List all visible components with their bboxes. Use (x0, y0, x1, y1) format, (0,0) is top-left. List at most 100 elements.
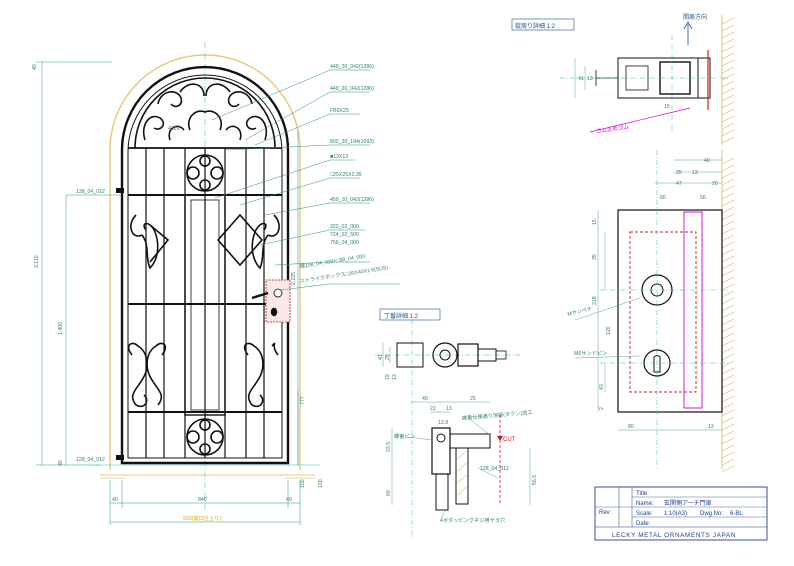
side-small-dim: 100 (300, 479, 306, 488)
v-dim-6: 2 (599, 407, 605, 410)
wall-hatch-line (721, 59, 735, 67)
latch-dim-3: 15 (664, 104, 670, 110)
callout-9: 724_02_500 (330, 232, 359, 238)
bottom-left-small-dim: 40 (58, 460, 64, 466)
dwg-value: 6-BL (730, 511, 743, 517)
callout-7: 450_10_042(1286) (330, 197, 374, 203)
latch-note-mid: M6サンドピン (574, 350, 607, 357)
lower-height-dim: 1,400 (58, 322, 64, 335)
wall-hatch-line (721, 304, 735, 312)
wall-hatch-line (721, 297, 735, 305)
right-height-dim: 2,225 (291, 272, 297, 285)
side-dim-6: 60 (660, 195, 666, 201)
wall-hatch-line (721, 388, 735, 396)
callout-11: 鍵158_04_000+□98_04_000 (299, 252, 366, 270)
wall-hatch-line (721, 248, 735, 256)
wall-hatch-line (721, 360, 735, 368)
callout-10: 756_04_000 (330, 240, 359, 246)
wall-hatch-line (721, 311, 735, 319)
wall-hatch-line (721, 332, 735, 340)
wall-hatch-line (721, 17, 735, 25)
callout-1: 449_20_042(1286) (330, 64, 374, 70)
rubber-stop-note: ゴム止めゴム (595, 122, 630, 135)
bottom-dim-1: 80 (628, 424, 634, 430)
wall-hatch-line (721, 101, 735, 109)
front-callouts: 449_20_042(1286) 449_20_042(1286) FB9X25… (299, 64, 389, 285)
wall-hatch-line (721, 262, 735, 270)
title-block: Title: Name: 玄関側アーチ門扉 Scale: 1:10(A3) Da… (594, 486, 768, 541)
wall-hatch-line (721, 325, 735, 333)
tapping-screw-note: 4ボタッピングネジ用サラ穴 (440, 516, 505, 524)
bottom-right-dim: 40 (286, 497, 292, 503)
wall-hatch-line (721, 108, 735, 116)
hinge-top-label: 128_04_012 (76, 189, 105, 195)
callout-5: ■13X13 (330, 154, 348, 160)
hinge-detail-title: 丁番詳細 1:2 (384, 312, 419, 320)
opening-width-dim: 920(開口仕上り) (183, 514, 221, 522)
hinge-v-dim-3: 56.5 (532, 475, 538, 485)
arch-label: 4326 (168, 126, 180, 132)
callout-2: 449_20_042(1286) (330, 86, 374, 92)
cut-mark: CUT (503, 437, 516, 443)
wall-hatch-line (721, 129, 735, 137)
latch-note-top: Mサンペナ (567, 305, 593, 318)
hinge-v-dim-2: 69 (386, 490, 392, 496)
bottom-dim-2: 13 (708, 424, 714, 430)
latch-dim-1: 41 (578, 76, 584, 82)
wall-hatch-line (721, 157, 735, 165)
wall-hatch-line (721, 185, 735, 193)
hinge-part-label: 128_04_012 (480, 466, 509, 472)
wall-hatch-line (721, 87, 735, 95)
wall-hatch-line (721, 66, 735, 74)
rev-label: Rev: (599, 510, 612, 516)
wall-hatch-line (721, 346, 735, 354)
hinge-bottom-label: 128_04_012 (76, 457, 105, 463)
hinge-v-dim-1: 23.5 (386, 442, 392, 452)
v-dim-2: 218 (592, 296, 598, 305)
wall-hatch-line (721, 339, 735, 347)
title-label: Title: (636, 491, 649, 497)
wall-hatch-line (721, 465, 735, 473)
wall-hatch-line (721, 199, 735, 207)
callout-leaders (211, 69, 400, 291)
wall-hatch-line (721, 395, 735, 403)
hinge-top-dim-1: 41 (378, 354, 384, 360)
top-dim: 40 (32, 64, 38, 70)
wall-hatch-line (721, 115, 735, 123)
scale-label: Scale: (636, 511, 653, 517)
latch-detail: 錠周り詳細 1:2 開扉方向 ゴム止めゴム 41 13 15 (511, 13, 735, 473)
date-label: Date: (636, 521, 651, 527)
v-dim-4: 15 (592, 219, 598, 225)
wall-hatch-line (721, 122, 735, 130)
side-dim-5: 20 (712, 181, 718, 187)
hinge-pin-note: 蝶番ピン (394, 432, 415, 440)
hinge-weld-note: 蝶番仕様通り溶接(タラン)加工 (461, 408, 532, 422)
side-dim-7: 56 (700, 195, 706, 201)
wall-hatch-line (721, 31, 735, 39)
wall-hatch-line (721, 171, 735, 179)
hinge-top-dim-2: 25 (385, 354, 391, 360)
latch-dim-2: 13 (587, 76, 593, 82)
wall-hatch-line (721, 409, 735, 417)
hinge-top-dim-4: 13 (392, 374, 398, 380)
scale-value: 1:10(A3) (664, 511, 687, 517)
side-dim-1: 40 (704, 158, 710, 164)
wall-hatch-line (721, 276, 735, 284)
wall-hatch-line (721, 136, 735, 144)
wall-hatch-line (721, 374, 735, 382)
latch-detail-title: 錠周り詳細 1:2 (515, 22, 556, 30)
wall-hatch-line (721, 353, 735, 361)
wall-hatch-line (721, 94, 735, 102)
lower-right-small-dim: 100 (318, 479, 324, 488)
callout-6: □25X25X2.35 (330, 172, 362, 178)
wall-hatch-line (721, 80, 735, 88)
open-direction-label: 開扉方向 (683, 13, 707, 21)
wall-hatch-line (721, 451, 735, 459)
wall-hatch-line (721, 220, 735, 228)
wall-hatch-line (721, 444, 735, 452)
wall-hatch-line (721, 206, 735, 214)
wall-hatch-line (721, 416, 735, 424)
wall-hatch-line (721, 423, 735, 431)
